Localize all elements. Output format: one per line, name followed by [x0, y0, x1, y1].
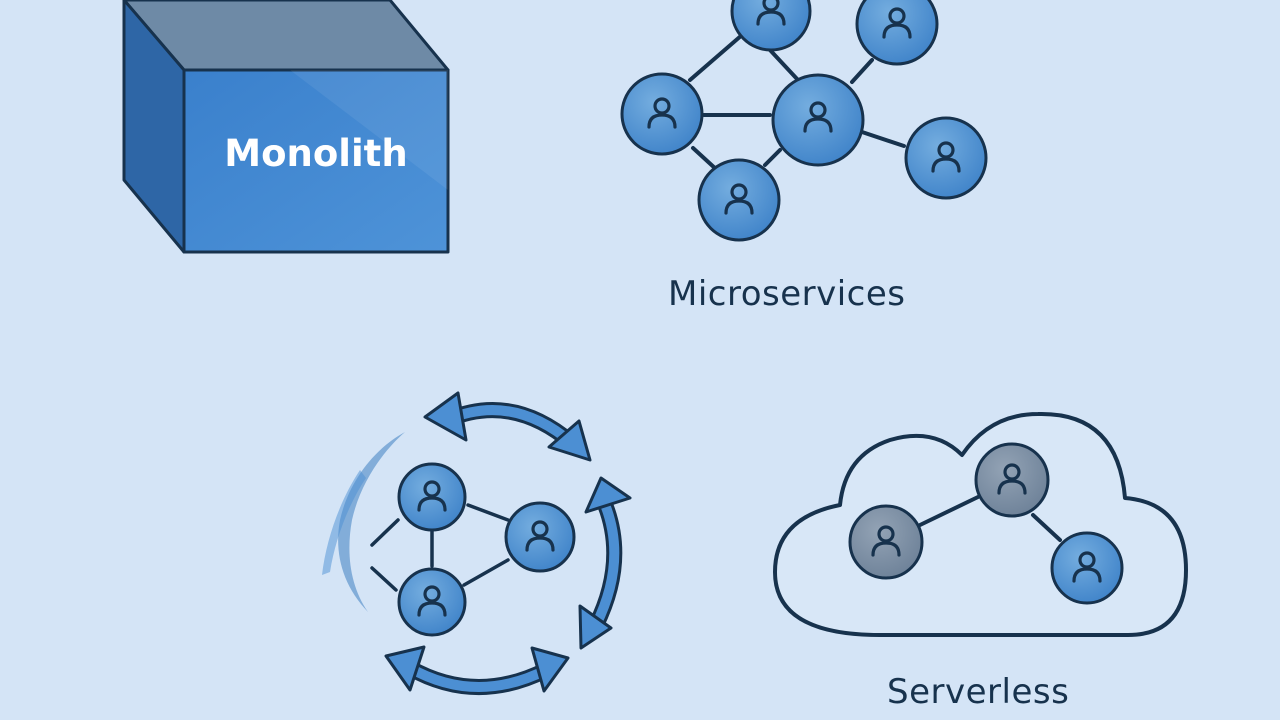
service-node: [855, 0, 939, 66]
monolith-label: Monolith: [224, 132, 408, 175]
circular-arrow-bottom: [384, 645, 570, 695]
serverless-label: Serverless: [887, 672, 1070, 712]
microservices-connectors: [688, 33, 906, 172]
service-node: [904, 116, 988, 200]
service-node: [504, 501, 576, 573]
microservices-label: Microservices: [668, 274, 906, 314]
function-node: [848, 504, 924, 580]
service-node: [620, 72, 704, 156]
circular-arrow-right: [578, 476, 632, 650]
monolith-cube: [122, 0, 450, 254]
circular-cluster: [322, 391, 632, 695]
cloud-connectors: [918, 495, 1062, 542]
circular-arrow-top: [423, 391, 592, 462]
circular-connectors: [370, 503, 510, 592]
serverless-cloud: [773, 411, 1188, 637]
service-node: [771, 73, 865, 167]
service-node: [697, 158, 781, 242]
service-node: [730, 0, 812, 52]
cube-highlight: [290, 70, 448, 190]
cloud-outline: [773, 411, 1188, 637]
service-node: [397, 567, 467, 637]
cube-front-face: [182, 68, 450, 254]
microservices-cluster: [620, 0, 988, 242]
service-node: [397, 462, 467, 532]
brush-stroke: [338, 432, 405, 612]
brush-stroke: [322, 470, 366, 575]
function-node: [1050, 531, 1124, 605]
function-node: [974, 442, 1050, 518]
